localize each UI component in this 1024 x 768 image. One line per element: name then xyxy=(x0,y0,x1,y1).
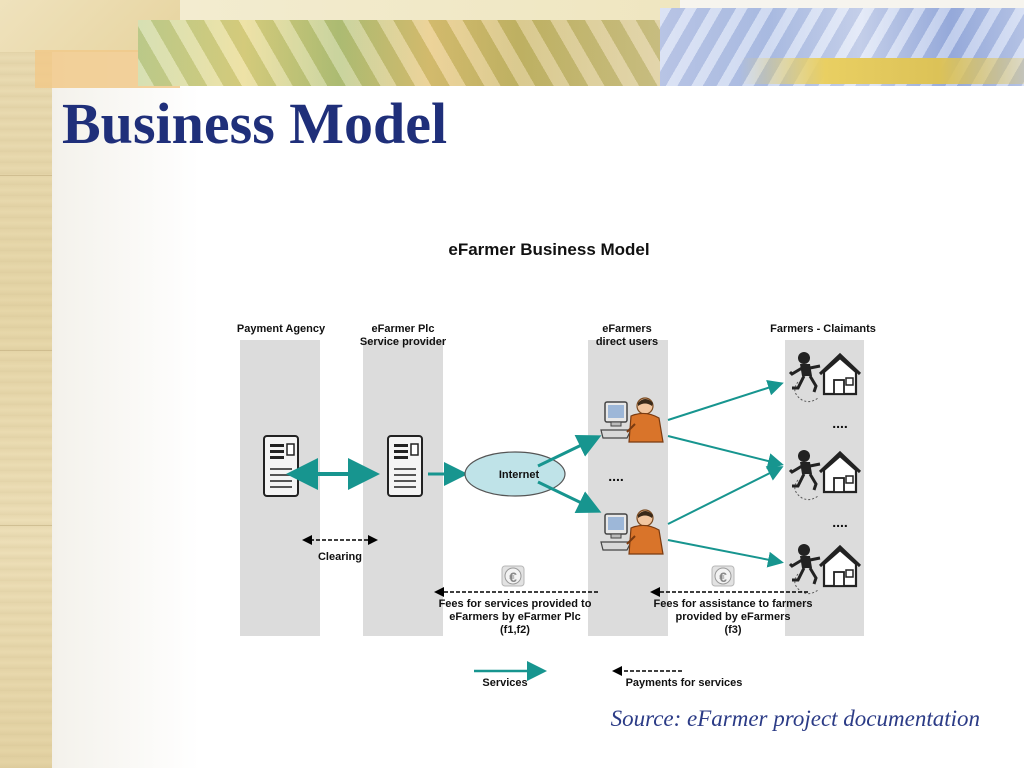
column-label-farmers: Farmers - Claimants xyxy=(770,323,876,335)
user2-to-farmer3-arrow xyxy=(667,539,784,568)
payment-agency-server-icon xyxy=(263,435,299,497)
fees-farmers-line1: Fees for assistance to farmers xyxy=(654,598,813,610)
fees-efarmer-line2: eFarmers by eFarmer Plc xyxy=(449,611,580,623)
internet-to-user2-arrow xyxy=(537,480,602,513)
fees-efarmer-line1: Fees for services provided to xyxy=(439,598,592,610)
farmers-ellipsis: .... xyxy=(832,415,848,431)
collage-leaves-tile xyxy=(138,20,668,86)
column-label-efarmer-plc: eFarmer Plc xyxy=(372,323,435,335)
user2-to-farmer2-arrow xyxy=(667,466,784,525)
farmers-ellipsis: .... xyxy=(832,514,848,530)
fees-efarmer-line3: (f1,f2) xyxy=(500,624,530,636)
column-label-direct-users: direct users xyxy=(596,336,658,348)
internet-label: Internet xyxy=(499,469,540,481)
fees-farmers-line3: (f3) xyxy=(724,624,741,636)
euro-symbol: € xyxy=(509,569,517,585)
source-note: Source: eFarmer project documentation xyxy=(610,706,980,731)
efarmer-server-icon xyxy=(387,435,423,497)
decorative-header-collage xyxy=(0,0,1024,88)
strip-seam xyxy=(0,175,52,176)
legend-services-label: Services xyxy=(482,677,527,689)
strip-seam xyxy=(0,525,52,526)
collage-tile xyxy=(680,0,1024,8)
user1-to-farmer1-arrow xyxy=(667,380,784,421)
column-label-service-provider: Service provider xyxy=(360,336,447,348)
collage-wheat-tile xyxy=(740,58,1024,84)
internet-cloud xyxy=(464,451,566,497)
fees-farmers-line2: provided by eFarmers xyxy=(676,611,791,623)
internet-to-user1-arrow xyxy=(537,435,602,468)
left-texture-strip xyxy=(0,0,52,768)
column-efarmers xyxy=(588,340,668,636)
clearing-label: Clearing xyxy=(318,551,362,563)
strip-seam xyxy=(0,350,52,351)
collage-tile xyxy=(180,0,680,20)
column-label-payment-agency: Payment Agency xyxy=(237,323,326,335)
euro-symbol: € xyxy=(719,569,727,585)
legend-payments-label: Payments for services xyxy=(626,677,743,689)
users-ellipsis: .... xyxy=(608,468,624,484)
user1-to-farmer2-arrow xyxy=(667,435,784,469)
diagram-title: eFarmer Business Model xyxy=(448,240,649,259)
page-title: Business Model xyxy=(62,91,448,156)
column-label-efarmers: eFarmers xyxy=(602,323,652,335)
